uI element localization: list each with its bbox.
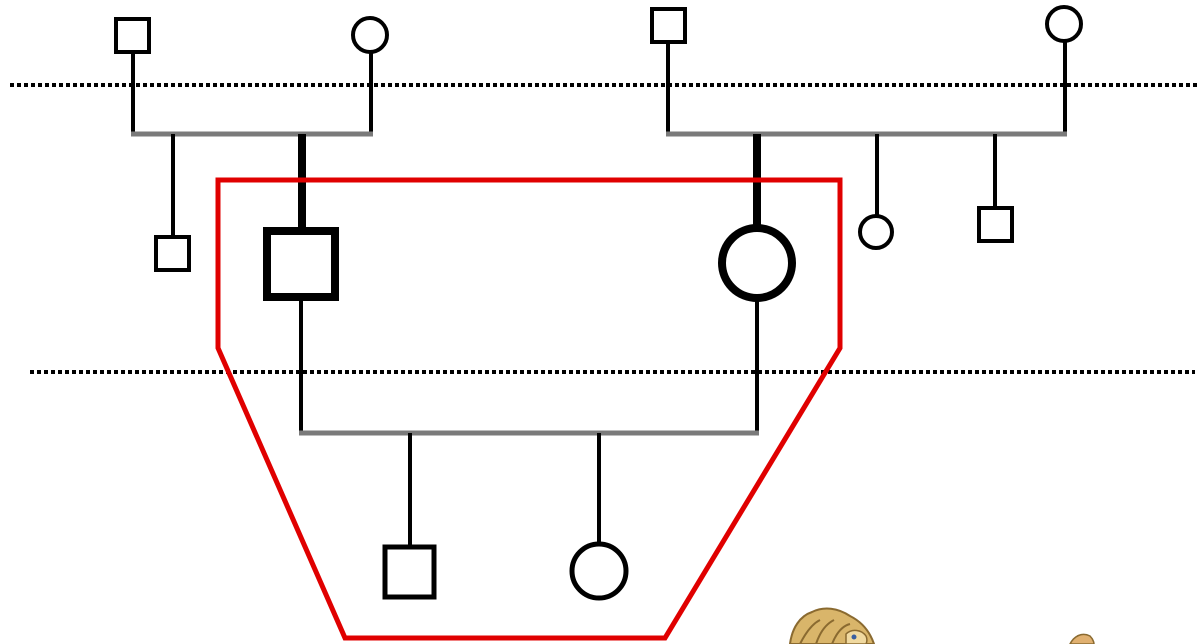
maternal-aunt-circle xyxy=(858,214,894,250)
maternal-family xyxy=(650,5,1083,250)
maternal-uncle-square xyxy=(977,206,1014,243)
father-square xyxy=(263,227,339,301)
cartoon-lion-head xyxy=(788,607,1095,644)
daughter-circle xyxy=(569,541,629,601)
paternal-grandfather-square xyxy=(114,17,151,54)
paternal-uncle-square xyxy=(154,235,191,272)
maternal-grandfather-square xyxy=(650,7,687,44)
highlight-outline xyxy=(215,177,843,641)
mother-circle xyxy=(718,224,796,302)
maternal-grandmother-circle xyxy=(1045,5,1083,43)
nuclear-family xyxy=(263,224,796,601)
paternal-grandmother-circle xyxy=(351,16,389,54)
son-square xyxy=(382,544,437,600)
paternal-family xyxy=(114,16,389,272)
